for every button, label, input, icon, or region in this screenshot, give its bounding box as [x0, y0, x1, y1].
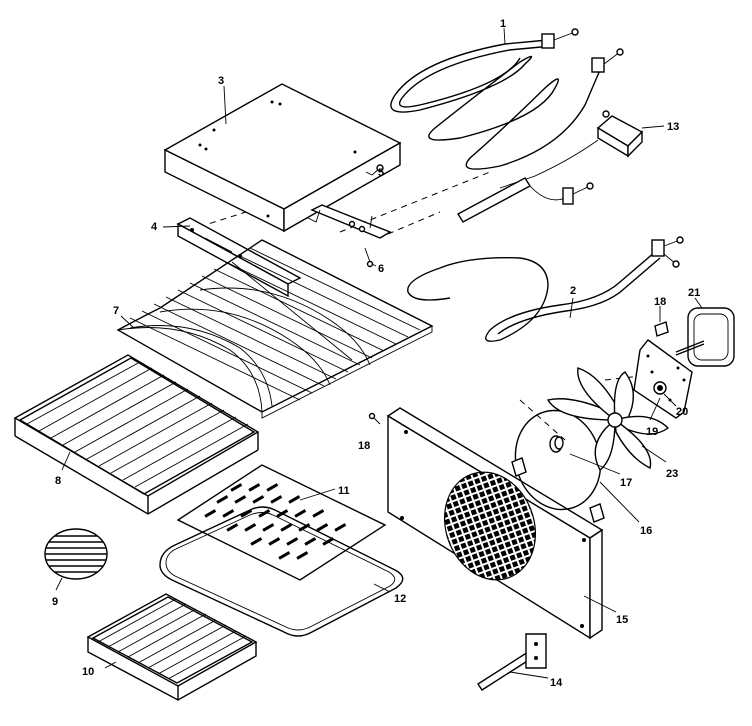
fan-blade — [546, 367, 670, 472]
part-labels: 1 3 13 5 4 6 7 2 18 21 20 19 18 23 17 8 … — [52, 18, 700, 689]
oven-rack-wavy — [116, 239, 434, 419]
label-12: 12 — [394, 593, 406, 605]
broil-pan-tray — [159, 506, 404, 637]
oven-rack-flat — [13, 354, 260, 515]
bake-element — [407, 236, 684, 342]
broil-pan-box — [163, 83, 402, 233]
label-2: 2 — [570, 285, 576, 297]
label-19: 19 — [646, 426, 658, 438]
label-9: 9 — [52, 596, 58, 608]
broil-pan-insert — [176, 464, 387, 581]
fan-cover-panel — [386, 407, 604, 640]
label-5: 5 — [378, 167, 384, 179]
clip-18 — [654, 321, 669, 337]
screw-6 — [364, 247, 374, 268]
label-21: 21 — [688, 287, 700, 299]
label-20: 20 — [676, 406, 688, 418]
label-17: 17 — [620, 477, 632, 489]
screw-5 — [371, 164, 384, 176]
label-11: 11 — [338, 485, 350, 497]
label-18-panel: 18 — [358, 440, 370, 452]
label-7: 7 — [113, 305, 119, 317]
screw-18 — [368, 412, 381, 425]
fan-motor — [675, 307, 735, 367]
thermostat-block — [499, 110, 644, 189]
small-rack — [86, 593, 258, 701]
fan-hub-nut — [549, 435, 564, 453]
mounting-bracket — [307, 204, 392, 239]
probe-14 — [477, 633, 547, 691]
label-3: 3 — [218, 75, 224, 87]
label-4: 4 — [151, 221, 158, 233]
label-14: 14 — [550, 677, 563, 689]
broil-element — [390, 28, 624, 170]
label-18-motor: 18 — [654, 296, 666, 308]
leader-lines — [55, 27, 703, 679]
label-23: 23 — [666, 468, 678, 480]
label-1: 1 — [500, 18, 506, 30]
fan-motor-plate — [633, 339, 693, 419]
label-8: 8 — [55, 475, 61, 487]
label-13: 13 — [667, 121, 679, 133]
label-6: 6 — [378, 263, 384, 275]
temperature-sensor — [457, 177, 594, 223]
round-mesh — [44, 528, 108, 580]
label-16: 16 — [640, 525, 652, 537]
label-15: 15 — [616, 614, 628, 626]
label-10: 10 — [82, 666, 94, 678]
